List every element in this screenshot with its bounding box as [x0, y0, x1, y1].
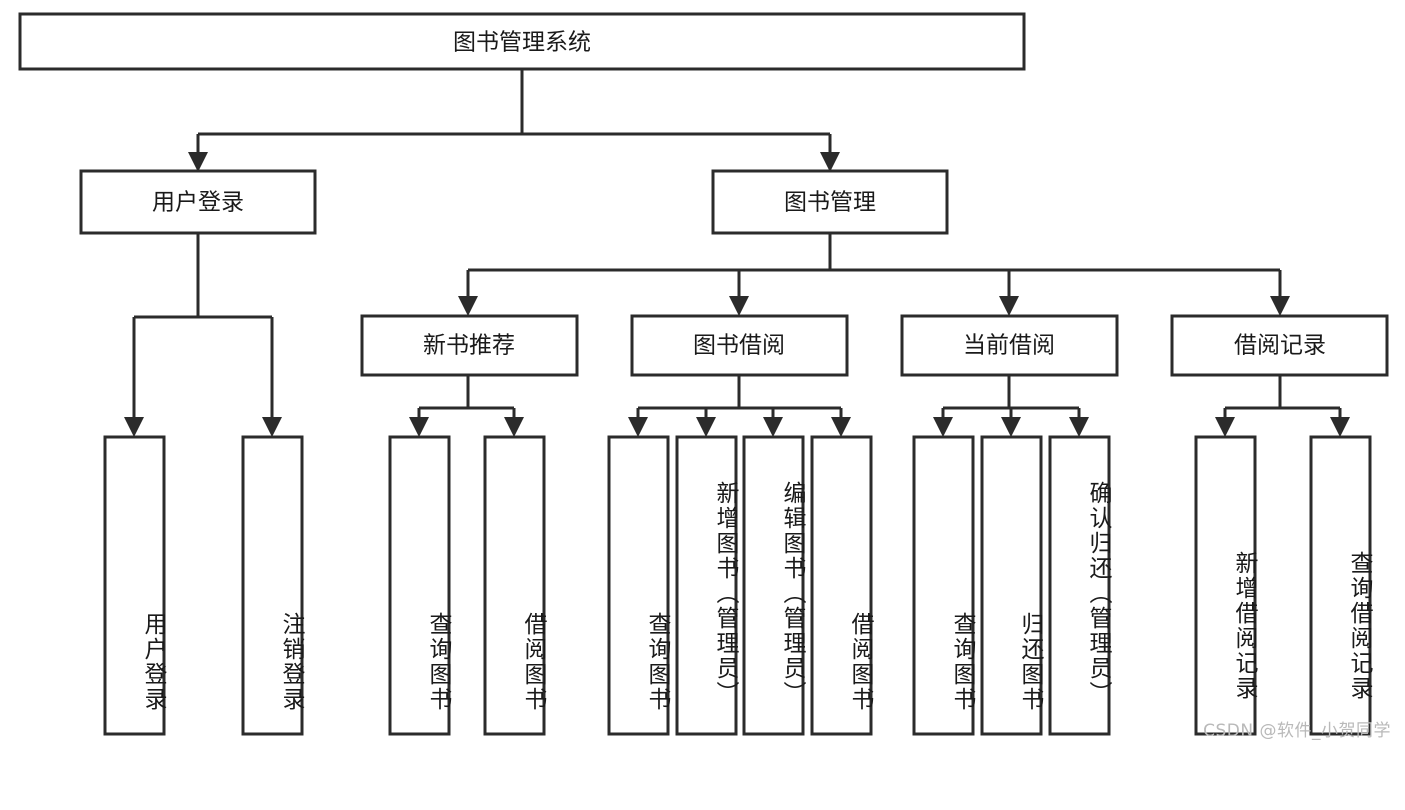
- node-borrow-record-box[interactable]: [1170, 314, 1389, 377]
- node-borrow-record-label: 借阅记录: [1234, 333, 1326, 359]
- arrowhead-book-management: [820, 152, 840, 172]
- node-book-borrow-label: 图书借阅: [693, 333, 785, 359]
- hierarchy-diagram: 图书管理系统 用户登录 图书管理 新书推荐 图书借阅 当前借阅 借阅记录: [18, 12, 1389, 736]
- node-leaf-query-book-1-box[interactable]: [388, 435, 451, 736]
- node-user-login-box[interactable]: [79, 169, 317, 235]
- node-new-book-recommend[interactable]: 新书推荐: [360, 314, 579, 377]
- arrowhead-book-borrow: [729, 296, 749, 316]
- node-leaf-query-book-3-box[interactable]: [912, 435, 975, 736]
- node-leaf-return-book-box[interactable]: [980, 435, 1043, 736]
- arrowhead-user-login: [188, 152, 208, 172]
- node-book-borrow-box[interactable]: [630, 314, 849, 377]
- arrowhead-leaf-borrow-book-2: [831, 417, 851, 437]
- arrowhead-leaf-confirm-return: [1069, 417, 1089, 437]
- arrowhead-leaf-add-record: [1215, 417, 1235, 437]
- node-root-label: 图书管理系统: [453, 30, 591, 56]
- node-leaf-add-book-box[interactable]: [675, 435, 738, 736]
- node-leaf-confirm-return-box[interactable]: [1048, 435, 1111, 736]
- node-borrow-record[interactable]: 借阅记录: [1170, 314, 1389, 377]
- node-book-management-label: 图书管理: [784, 190, 876, 216]
- node-book-borrow[interactable]: 图书借阅: [630, 314, 849, 377]
- arrowhead-leaf-query-record: [1330, 417, 1350, 437]
- node-leaf-query-book-2-box[interactable]: [607, 435, 670, 736]
- arrowhead-leaf-edit-book: [763, 417, 783, 437]
- arrowhead-current-borrow: [999, 296, 1019, 316]
- arrowhead-leaf-user-login: [124, 417, 144, 437]
- node-book-management-box[interactable]: [711, 169, 949, 235]
- arrowhead-leaf-return-book: [1001, 417, 1021, 437]
- arrowhead-leaf-query-book-2: [628, 417, 648, 437]
- node-leaf-edit-book-box[interactable]: [742, 435, 805, 736]
- arrowhead-leaf-borrow-book-1: [504, 417, 524, 437]
- leaf-box-layer: [103, 435, 1372, 736]
- arrowhead-leaf-add-book: [696, 417, 716, 437]
- node-leaf-add-record-box[interactable]: [1194, 435, 1257, 736]
- arrowhead-leaf-query-book-1: [409, 417, 429, 437]
- node-root[interactable]: 图书管理系统: [18, 12, 1026, 71]
- diagram-canvas: 图书管理系统 用户登录 图书管理 新书推荐 图书借阅 当前借阅 借阅记录: [18, 12, 1391, 741]
- node-leaf-borrow-book-1-box[interactable]: [483, 435, 546, 736]
- node-leaf-user-login-box[interactable]: [103, 435, 166, 736]
- node-user-login[interactable]: 用户登录: [79, 169, 317, 235]
- node-leaf-query-record-box[interactable]: [1309, 435, 1372, 736]
- node-book-management[interactable]: 图书管理: [711, 169, 949, 235]
- node-user-login-label: 用户登录: [152, 190, 244, 216]
- arrowhead-new-book-recommend: [458, 296, 478, 316]
- node-current-borrow-box[interactable]: [900, 314, 1119, 377]
- node-new-book-recommend-box[interactable]: [360, 314, 579, 377]
- node-new-book-recommend-label: 新书推荐: [423, 333, 515, 359]
- arrowhead-leaf-query-book-3: [933, 417, 953, 437]
- arrowhead-leaf-logout: [262, 417, 282, 437]
- node-current-borrow[interactable]: 当前借阅: [900, 314, 1119, 377]
- node-leaf-logout-box[interactable]: [241, 435, 304, 736]
- node-leaf-borrow-book-2-box[interactable]: [810, 435, 873, 736]
- csdn-watermark: CSDN @软件_小贺同学: [1203, 721, 1391, 741]
- node-current-borrow-label: 当前借阅: [963, 333, 1055, 359]
- arrowhead-borrow-record: [1270, 296, 1290, 316]
- node-root-box[interactable]: [18, 12, 1026, 71]
- connector-layer: [124, 69, 1350, 437]
